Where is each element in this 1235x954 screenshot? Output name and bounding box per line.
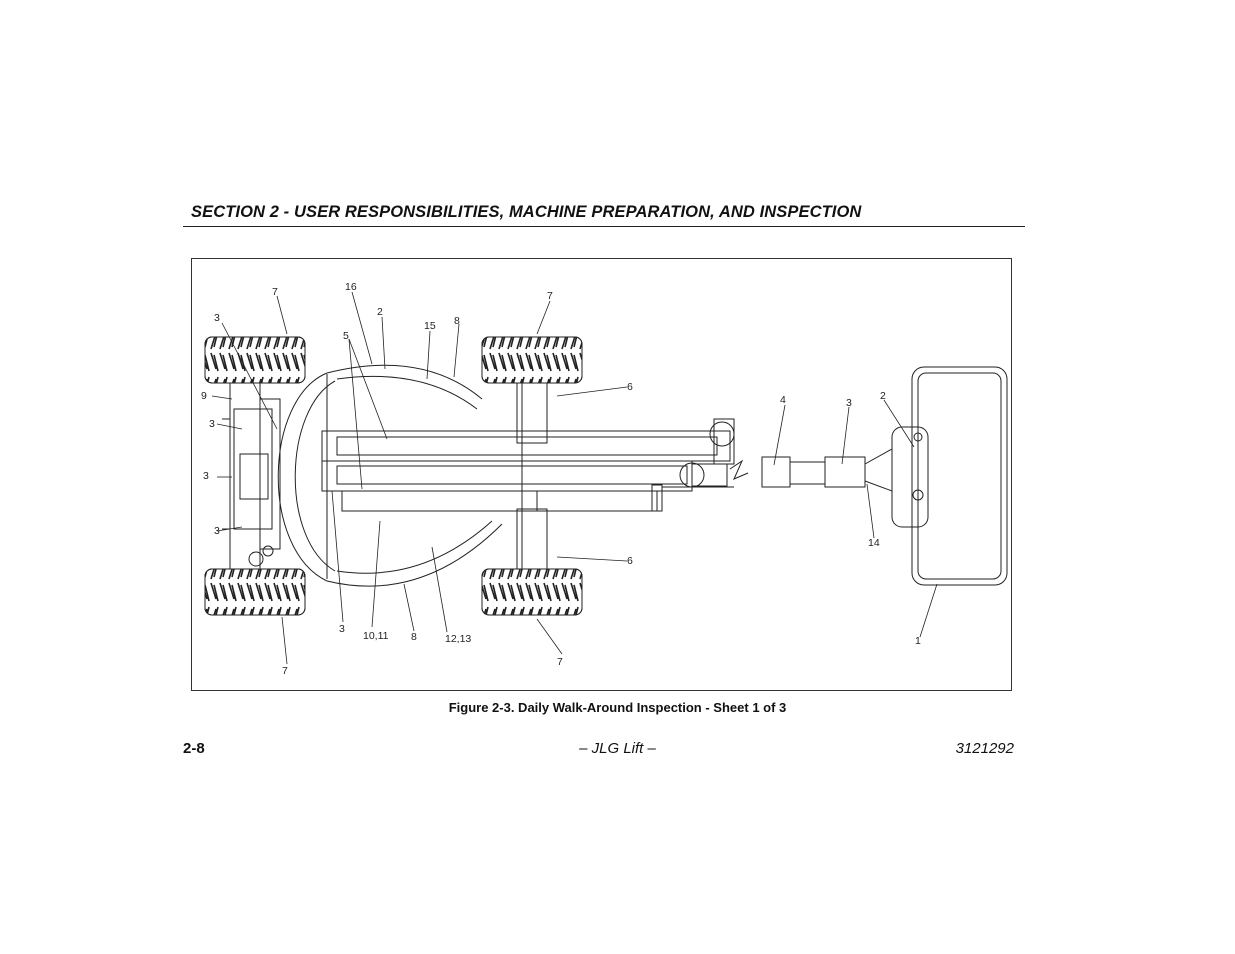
- callout-label: 3: [339, 623, 345, 635]
- inspection-figure: 7 16 2 7 3 15 8 5 9 3 6 4 3 2 3 3 6 14 3…: [191, 258, 1012, 691]
- figure-caption: Figure 2-3. Daily Walk-Around Inspection…: [448, 700, 787, 715]
- callout-label: 4: [780, 394, 786, 406]
- callout-label: 7: [557, 656, 563, 668]
- callout-label: 8: [411, 631, 417, 643]
- callout-label: 7: [547, 290, 553, 302]
- header-rule: [183, 226, 1025, 227]
- footer-brand: – JLG Lift –: [579, 740, 656, 757]
- section-title: SECTION 2 - USER RESPONSIBILITIES, MACHI…: [191, 203, 862, 221]
- callout-label: 2: [377, 306, 383, 318]
- callout-label: 3: [209, 418, 215, 430]
- page-number: 2-8: [183, 740, 205, 757]
- callout-label: 15: [424, 320, 436, 332]
- callout-label: 3: [214, 312, 220, 324]
- tire-front-right: [481, 568, 583, 616]
- tire-rear-left: [204, 336, 306, 384]
- machine-top-view-drawing: 7 16 2 7 3 15 8 5 9 3 6 4 3 2 3 3 6 14 3…: [201, 281, 1008, 677]
- callout-label: 10,11: [363, 630, 389, 642]
- document-number: 3121292: [955, 740, 1014, 757]
- callout-label: 8: [454, 315, 460, 327]
- tire-front-left: [481, 336, 583, 384]
- callout-label: 16: [345, 281, 357, 293]
- callout-label: 3: [203, 470, 209, 482]
- callout-label: 7: [272, 286, 278, 298]
- callout-label: 6: [627, 555, 633, 567]
- callout-label: 5: [343, 330, 349, 342]
- callout-label: 14: [868, 537, 880, 549]
- tire-rear-right: [204, 568, 306, 616]
- callout-label: 9: [201, 390, 207, 402]
- callout-label: 6: [627, 381, 633, 393]
- callout-label: 7: [282, 665, 288, 677]
- callout-label: 3: [214, 525, 220, 537]
- callout-label: 3: [846, 397, 852, 409]
- callout-label: 2: [880, 390, 886, 402]
- callout-label: 12,13: [445, 633, 471, 645]
- callout-label: 1: [915, 635, 921, 647]
